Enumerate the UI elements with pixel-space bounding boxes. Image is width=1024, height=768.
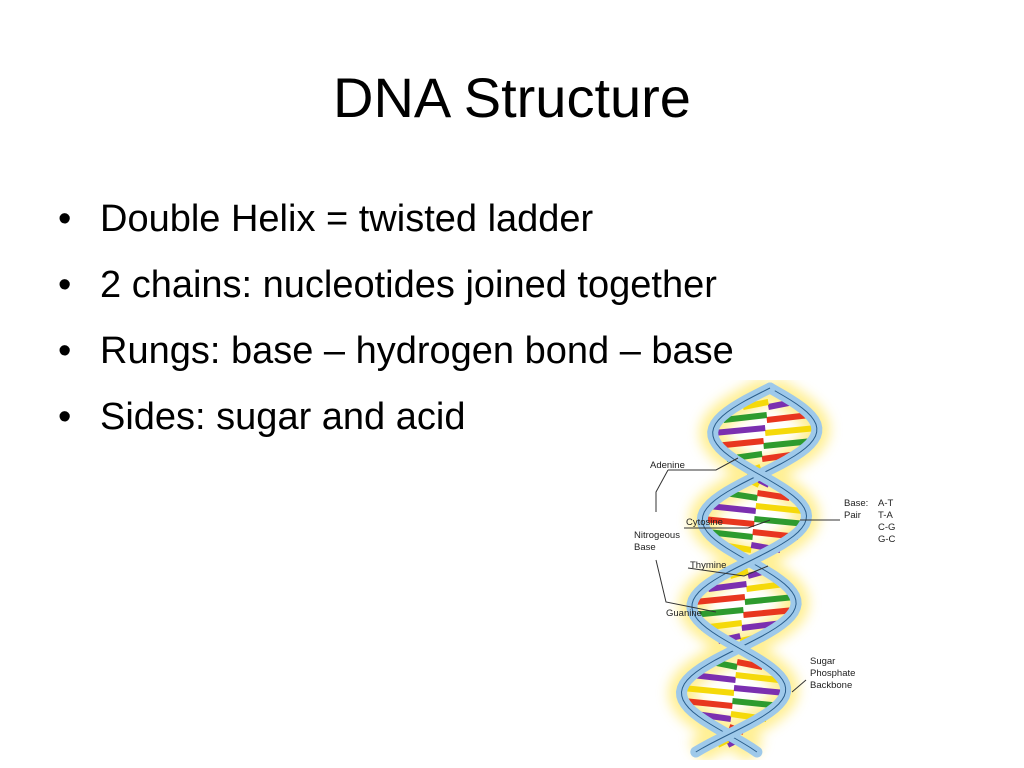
base-segment <box>683 698 733 709</box>
base-segment <box>766 412 811 423</box>
label-nitrogeous-base: Base <box>634 542 656 553</box>
dna-helix-illustration: Adenine Cytosine Nitrogeous Base Thymine… <box>634 380 896 760</box>
base-segment <box>692 607 744 618</box>
slide-title: DNA Structure <box>333 66 691 129</box>
bullet-item: • Sides: sugar and acid <box>58 384 734 450</box>
pair-cg: C-G <box>878 522 895 533</box>
label-thymine: Thymine <box>690 560 726 571</box>
label-nitrogeous: Nitrogeous <box>634 530 680 541</box>
pair-ta: T-A <box>878 510 893 521</box>
base-segment <box>736 659 763 670</box>
bullet-item: • Double Helix = twisted ladder <box>58 186 734 252</box>
bullet-dot: • <box>58 396 72 438</box>
bullet-item: • Rungs: base – hydrogen bond – base <box>58 318 734 384</box>
base-segment <box>735 672 780 683</box>
base-segment <box>755 503 804 514</box>
bullet-list: • Double Helix = twisted ladder • 2 chains… <box>58 186 734 450</box>
label-adenine: Adenine <box>650 460 685 471</box>
label-pair: Pair <box>844 510 861 521</box>
bullet-dot: • <box>58 264 72 306</box>
backbone-outline <box>691 387 808 753</box>
base-segment <box>713 425 766 436</box>
bullet-text: Rungs: base – hydrogen bond – base <box>100 330 734 372</box>
label-cytosine: Cytosine <box>686 517 723 528</box>
base-segment <box>694 594 746 605</box>
base-segment <box>708 581 747 592</box>
base-segment <box>754 516 807 527</box>
base-segment <box>742 399 769 410</box>
label-sugar: Sugar <box>810 656 835 667</box>
backbone-outline <box>680 387 818 753</box>
dna-diagram: Adenine Cytosine Nitrogeous Base Thymine… <box>620 380 920 760</box>
base-segment <box>682 685 735 696</box>
bullet-dot: • <box>58 330 72 372</box>
base-segment <box>723 412 768 423</box>
base-segment <box>743 607 795 618</box>
pair-at: A-T <box>878 498 894 509</box>
bullet-text: Double Helix = twisted ladder <box>100 198 594 240</box>
bullet-text: 2 chains: nucleotides joined together <box>100 264 717 306</box>
sugar-phosphate-backbones <box>675 382 823 758</box>
bullet-dot: • <box>58 198 72 240</box>
bullet-item: • 2 chains: nucleotides joined together <box>58 252 734 318</box>
base-segment <box>708 503 757 514</box>
base-segment <box>744 594 796 605</box>
label-base: Base: <box>844 498 868 509</box>
base-segment <box>764 425 818 436</box>
bullet-text: Sides: sugar and acid <box>100 396 466 438</box>
label-phosphate: Phosphate <box>810 668 855 679</box>
label-backbone: Backbone <box>810 680 852 691</box>
pair-gc: G-C <box>878 534 896 545</box>
leader-lines <box>655 457 840 693</box>
base-segment <box>756 490 790 501</box>
base-segment <box>733 685 786 696</box>
base-segment <box>702 516 755 527</box>
label-guanine: Guanine <box>666 608 702 619</box>
